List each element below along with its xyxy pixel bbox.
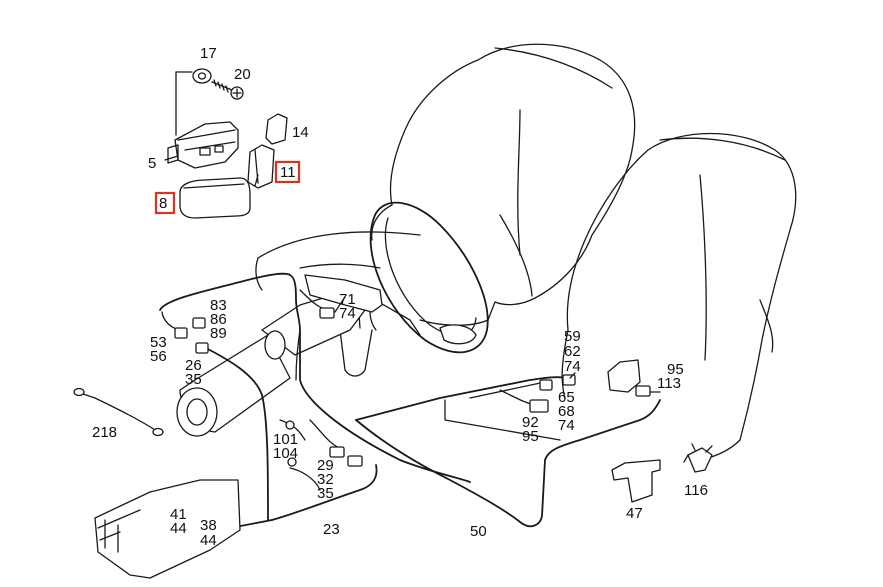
- callout-53[interactable]: 53: [150, 334, 167, 351]
- callout-38[interactable]: 38: [200, 517, 217, 534]
- connector-29: [347, 455, 363, 467]
- ring-terminal-104: [287, 457, 297, 467]
- control-unit-5-drawing: [167, 71, 239, 169]
- steering-wheel-drawing: [369, 201, 489, 354]
- callout-71[interactable]: 71: [339, 291, 356, 308]
- connector-92: [529, 399, 549, 413]
- front-seat-left-drawing: [371, 43, 636, 326]
- bracket-47: [611, 459, 661, 503]
- callout-17[interactable]: 17: [200, 45, 217, 62]
- callout-labels: 17 20 14 5 11 8 83 86 89 71 74 53 56 26 …: [92, 45, 708, 549]
- callout-116[interactable]: 116: [684, 482, 708, 499]
- callout-74-right[interactable]: 74: [564, 358, 581, 375]
- callout-101[interactable]: 101: [273, 431, 298, 448]
- callout-35-upper[interactable]: 35: [185, 371, 202, 388]
- ring-terminal-101: [285, 420, 295, 430]
- callout-14[interactable]: 14: [292, 124, 309, 141]
- callout-44-left[interactable]: 44: [170, 520, 187, 537]
- callout-83[interactable]: 83: [210, 297, 227, 314]
- callout-23[interactable]: 23: [323, 521, 340, 538]
- callout-56[interactable]: 56: [150, 348, 167, 365]
- callout-59[interactable]: 59: [564, 328, 581, 345]
- callout-47[interactable]: 47: [626, 505, 643, 522]
- control-module-44: [94, 479, 241, 579]
- cover-8-drawing: [179, 177, 251, 219]
- callout-113[interactable]: 113: [657, 375, 681, 392]
- callout-29[interactable]: 29: [317, 457, 334, 474]
- connector-53: [174, 327, 188, 339]
- highlight-box-11: [274, 160, 301, 184]
- callout-11[interactable]: 11: [280, 164, 296, 181]
- callout-32[interactable]: 32: [317, 471, 334, 488]
- leader-lines: [164, 155, 661, 393]
- harness-50-wires: [355, 376, 661, 528]
- connector-83: [192, 317, 206, 329]
- highlight-box-8: [154, 191, 176, 215]
- callout-89[interactable]: 89: [210, 325, 227, 342]
- callout-68[interactable]: 68: [558, 403, 575, 420]
- callout-62[interactable]: 62: [564, 343, 581, 360]
- callout-35-lower[interactable]: 35: [317, 485, 334, 502]
- callout-8[interactable]: 8: [159, 195, 167, 212]
- callout-218[interactable]: 218: [92, 424, 117, 441]
- nut-17-drawing: [192, 68, 212, 84]
- callout-95-upper[interactable]: 95: [667, 361, 684, 378]
- callout-95-lower[interactable]: 95: [522, 428, 539, 445]
- connector-59: [562, 374, 576, 386]
- connector-65: [539, 379, 553, 391]
- connector-26: [195, 342, 209, 354]
- module-95-113: [607, 359, 651, 397]
- callout-26[interactable]: 26: [185, 357, 202, 374]
- screw-20-drawing: [211, 79, 244, 100]
- connector-71: [319, 307, 335, 319]
- cover-14-drawing: [265, 113, 288, 145]
- connector-101: [329, 446, 345, 458]
- callout-20[interactable]: 20: [234, 66, 251, 83]
- cover-11-drawing: [247, 144, 275, 189]
- callout-92[interactable]: 92: [522, 414, 539, 431]
- callout-104[interactable]: 104: [273, 445, 298, 462]
- ground-wire-218: [73, 387, 164, 437]
- callout-41[interactable]: 41: [170, 506, 187, 523]
- front-seat-right-drawing: [561, 132, 797, 461]
- callout-74-lower[interactable]: 74: [558, 417, 575, 434]
- callout-50[interactable]: 50: [470, 523, 487, 540]
- callout-5[interactable]: 5: [148, 155, 156, 172]
- callout-44-right[interactable]: 44: [200, 532, 217, 549]
- clip-116: [683, 443, 713, 473]
- callout-74-upper[interactable]: 74: [339, 305, 356, 322]
- callout-86[interactable]: 86: [210, 311, 227, 328]
- callout-65[interactable]: 65: [558, 389, 575, 406]
